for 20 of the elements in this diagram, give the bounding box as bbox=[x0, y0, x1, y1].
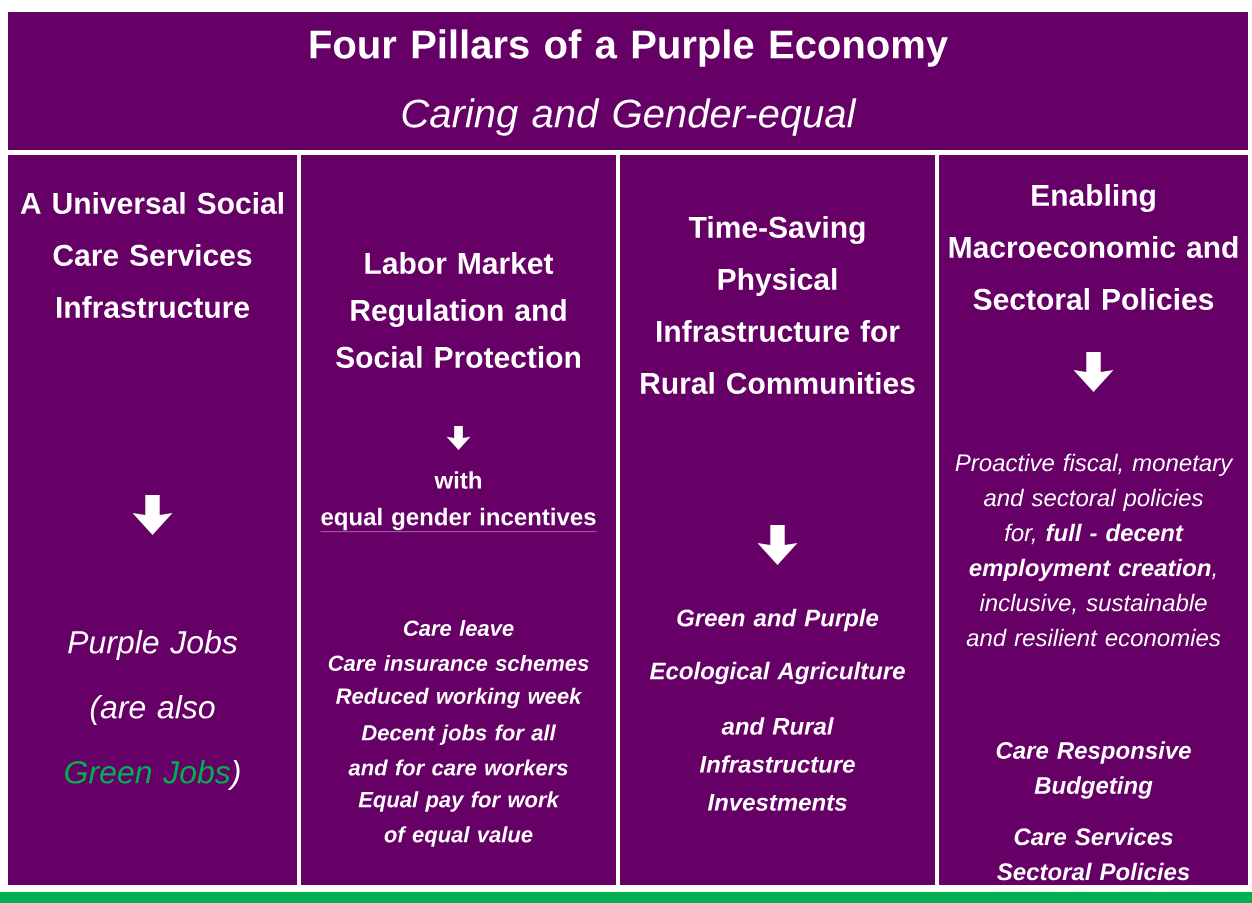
paragraph: Proactive fiscal, monetary and sectoral policies for, full - decent employment creation, inclusive, sustainable and resilient economies bbox=[955, 453, 1234, 647]
body-line: Care Responsive Budgeting bbox=[996, 741, 1191, 799]
body-line: Care Services Sectoral Policies bbox=[997, 827, 1190, 881]
list-item: Care insurance schemes bbox=[328, 654, 589, 672]
connecting-word: with bbox=[434, 471, 481, 489]
list-item: Equal pay for work of equal value bbox=[358, 791, 560, 847]
column-heading: Enabling Macroeconomic and Sectoral Policies bbox=[949, 184, 1238, 311]
column-heading: Labor Market Regulation and Social Protection bbox=[336, 252, 580, 369]
list-item: Decent jobs for all and for care workers bbox=[348, 724, 568, 776]
body-line: Ecological Agriculture bbox=[649, 661, 905, 685]
body-line: and Rural Infrastructure Investments bbox=[699, 717, 855, 811]
title: Four Pillars of a Purple Economy bbox=[310, 29, 948, 67]
column-heading: Time-Saving Physical Infrastructure for Rural Communities bbox=[641, 216, 915, 395]
body-line: Green and Purple bbox=[677, 608, 879, 632]
subtitle: Caring and Gender-equal bbox=[402, 98, 857, 136]
list-item: Care leave bbox=[403, 619, 514, 637]
list-item: Reduced working week bbox=[336, 687, 583, 709]
column-body: Purple Jobs (are also Green Jobs) bbox=[65, 630, 240, 790]
underlined-phrase: equal gender incentives bbox=[320, 507, 597, 532]
column-heading: A Universal Social Care Services Infrastructure bbox=[20, 192, 283, 319]
